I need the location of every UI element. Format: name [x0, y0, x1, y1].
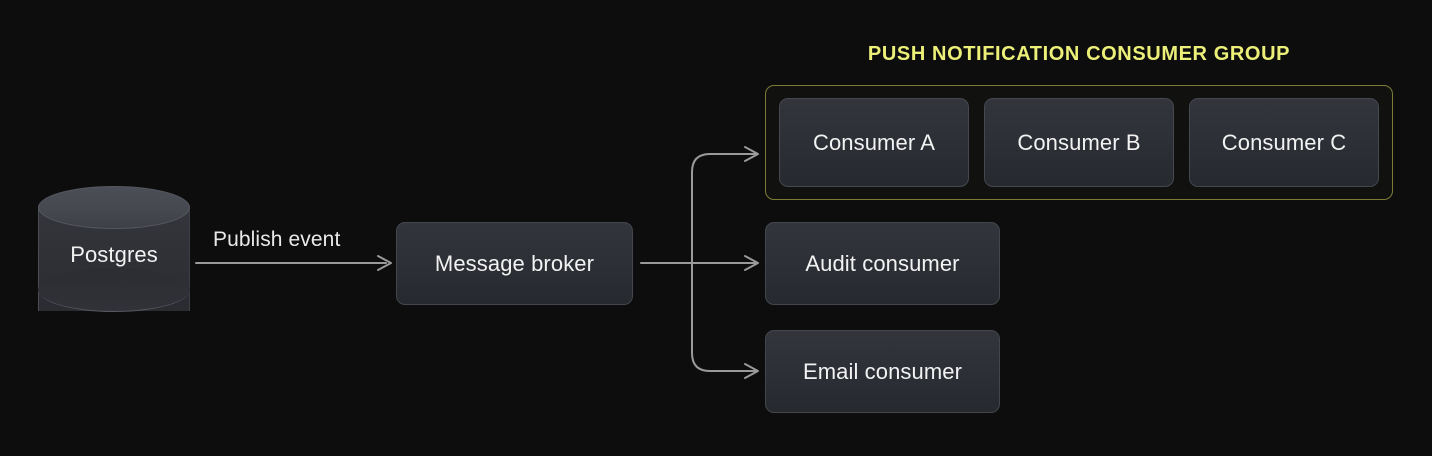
node-consumer-c-label: Consumer C — [1221, 129, 1347, 155]
node-message-broker[interactable]: Message broker — [396, 222, 633, 305]
node-consumer-b-label: Consumer B — [1017, 129, 1141, 155]
cylinder-bottom-ellipse — [38, 268, 190, 312]
node-consumer-a[interactable]: Consumer A — [779, 98, 969, 187]
node-consumer-c[interactable]: Consumer C — [1189, 98, 1379, 187]
node-consumer-a-label: Consumer A — [812, 129, 936, 155]
node-consumer-b[interactable]: Consumer B — [984, 98, 1174, 187]
database-node-postgres[interactable]: Postgres — [38, 186, 190, 332]
node-audit-consumer[interactable]: Audit consumer — [765, 222, 1000, 305]
database-label: Postgres — [70, 242, 158, 267]
edge-junction-to-consumer-group — [691, 146, 759, 264]
cylinder-top-ellipse — [38, 186, 190, 229]
consumer-group-title: PUSH NOTIFICATION CONSUMER GROUP — [867, 43, 1291, 65]
node-audit-consumer-label: Audit consumer — [805, 250, 960, 276]
consumer-group-container: Consumer A Consumer B Consumer C — [765, 85, 1393, 200]
edge-junction-to-audit-consumer — [691, 255, 759, 271]
node-email-consumer-label: Email consumer — [802, 358, 963, 384]
edge-label-publish-event: Publish event — [213, 228, 341, 251]
node-email-consumer[interactable]: Email consumer — [765, 330, 1000, 413]
edge-junction-to-email-consumer — [691, 262, 759, 379]
node-message-broker-label: Message broker — [434, 250, 595, 276]
edge-postgres-to-broker — [195, 255, 392, 271]
